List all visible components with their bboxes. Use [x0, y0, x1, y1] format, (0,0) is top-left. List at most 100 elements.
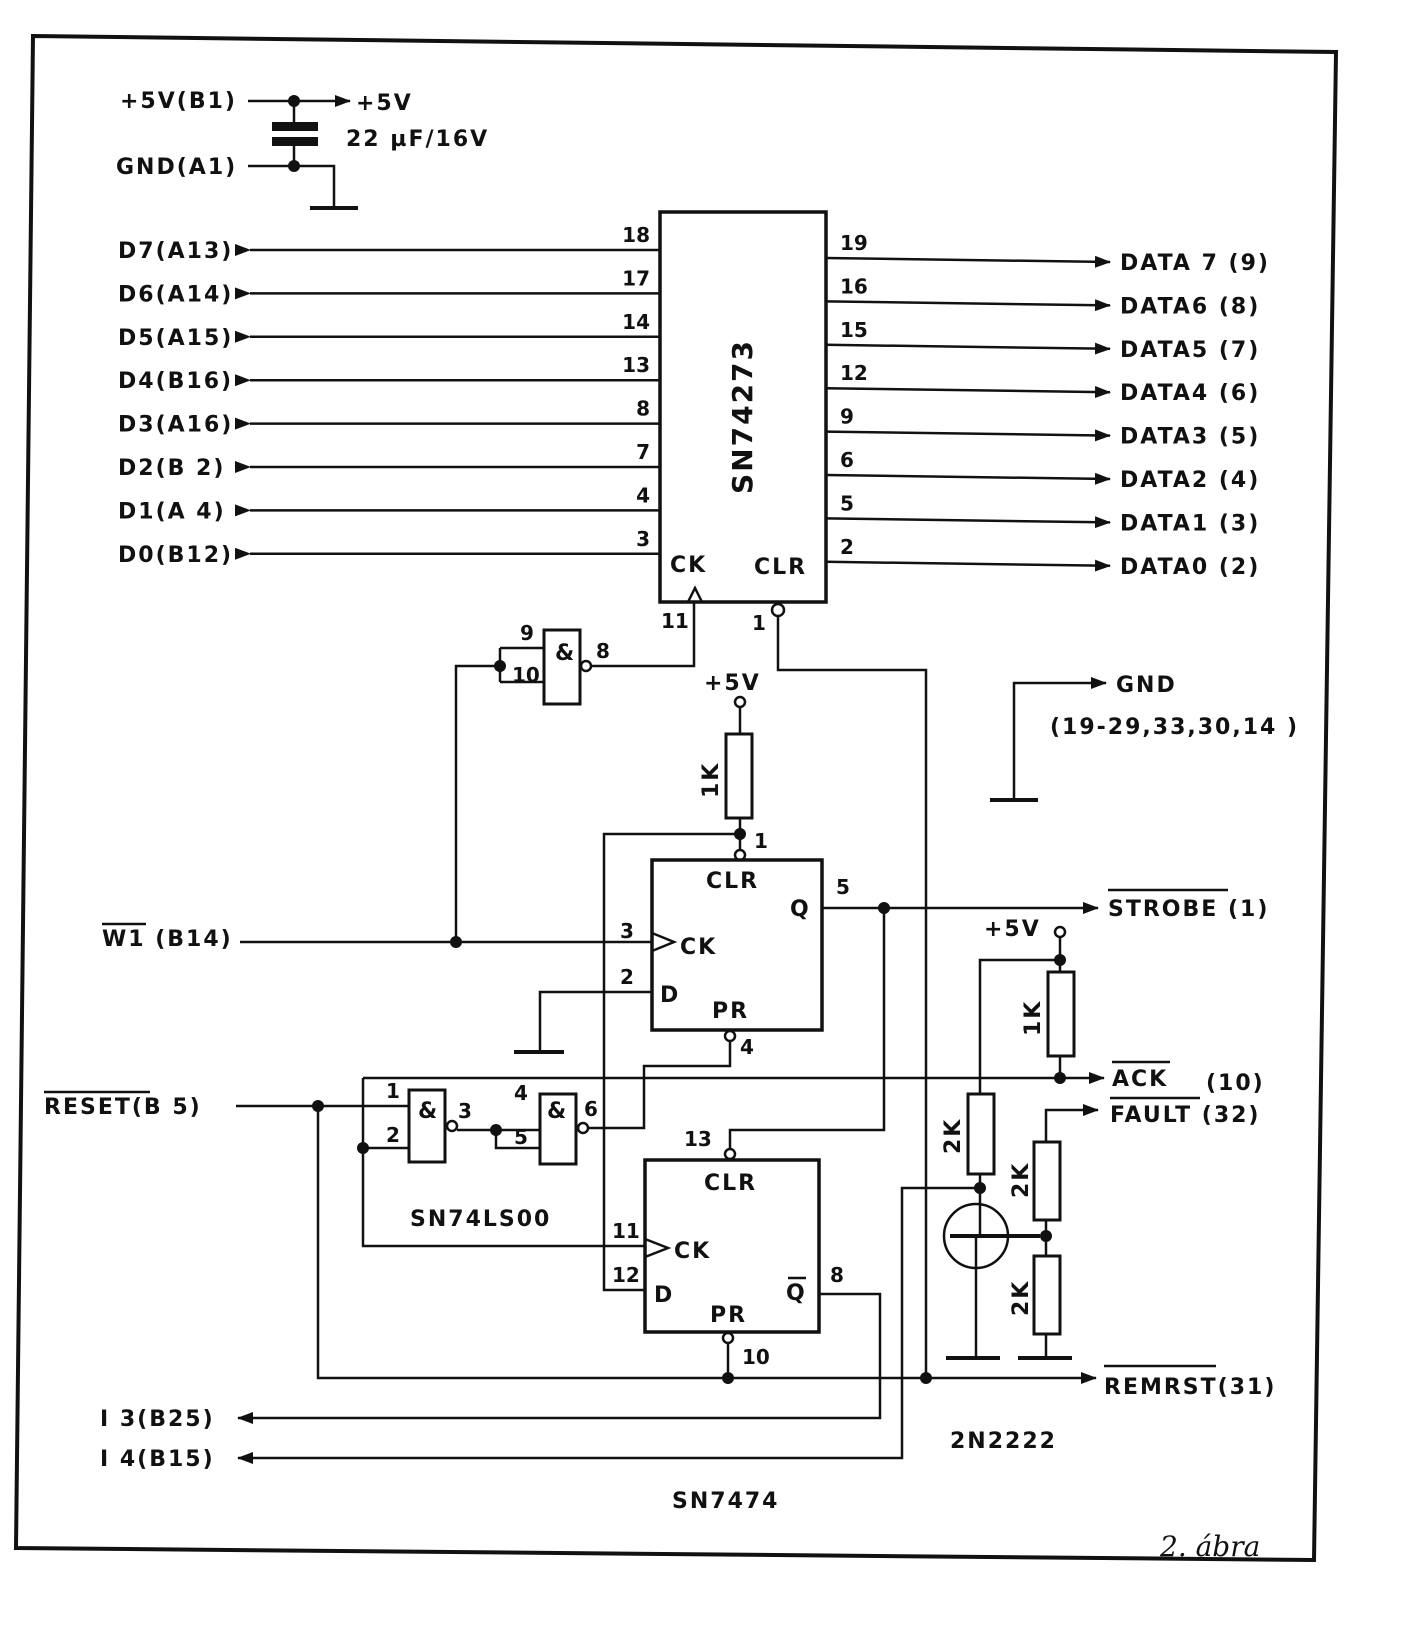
transistor-label: 2N2222 — [950, 1429, 1057, 1454]
fault-wire — [1044, 1104, 1099, 1142]
gnd-connector-pins: (19-29,33,30,14 ) — [1050, 715, 1299, 740]
nand-loop-junction — [357, 1142, 369, 1154]
latch-input-label: D6(A14) — [118, 282, 233, 307]
ff-top-pin-d: 2 — [620, 965, 634, 989]
ack-pullup-label: 1K — [1021, 1000, 1046, 1036]
inverter-gate: & 9 10 8 — [454, 602, 696, 942]
ack-pullup-resistor — [1046, 970, 1076, 1058]
reset-label: RESET(B 5) — [44, 1095, 202, 1120]
ff-top-d-ground-wire — [538, 990, 652, 1052]
inverter-pin-a: 9 — [520, 621, 534, 645]
latch-output-wire — [825, 472, 1111, 485]
flipflop-bottom: CLR CK D PR Q 13 11 12 10 8 — [237, 1127, 882, 1424]
reset-junction — [312, 1100, 324, 1112]
ff-top-vcc-terminal — [733, 695, 747, 709]
nand-2-input-tie — [494, 1130, 540, 1150]
power-section: +5V(B1) +5V GND(A1) 22 µF/16V — [116, 89, 487, 210]
gnd-input-label: GND(A1) — [116, 155, 237, 180]
gnd-ground-wire — [294, 164, 336, 208]
latch-input-pin: 13 — [622, 353, 650, 377]
divider-bottom-label: 2K — [1009, 1280, 1034, 1316]
ff-top-pin-q: 5 — [836, 875, 850, 899]
ff-bottom-pin-ck: 11 — [612, 1219, 640, 1243]
ff-top-pin-clr: 1 — [754, 829, 768, 853]
capacitor-plate-top — [272, 122, 318, 131]
ff-bottom-pr-bubble — [721, 1331, 735, 1345]
ff-top-pin-ck: 3 — [620, 919, 634, 943]
latch-output-pin: 5 — [840, 491, 854, 515]
ack-vcc-terminal — [1053, 925, 1067, 939]
latch-input-label: D0(B12) — [118, 543, 233, 568]
latch-input-label: D1(A 4) — [118, 499, 226, 524]
nand-2-symbol: & — [547, 1099, 568, 1124]
ff-bottom-pin-clr: 13 — [684, 1127, 712, 1151]
ff-top-pin-pr: 4 — [740, 1035, 754, 1059]
latch-input-pin: 17 — [622, 266, 650, 290]
latch-ck-pin: 11 — [661, 609, 689, 633]
w1-label: W1 (B14) — [102, 927, 233, 952]
figure-caption: 2. ábra — [1159, 1530, 1260, 1563]
strobe-label: STROBE (1) — [1108, 897, 1269, 922]
inverter-to-latch-ck-wire — [591, 602, 696, 668]
ff-bottom-pin-d: 12 — [612, 1263, 640, 1287]
nand-1-symbol: & — [418, 1099, 439, 1124]
remrst-wire — [236, 1104, 1097, 1384]
ff-top-vcc: +5V — [704, 671, 761, 696]
latch-output-pin: 16 — [840, 274, 868, 298]
latch-clr-pin: 1 — [752, 611, 766, 635]
transistor-collector-junction — [974, 1182, 986, 1194]
ack-output-junction — [1054, 1072, 1066, 1084]
gnd-connector-wire — [1012, 677, 1107, 800]
ff-top-resistor-label: 1K — [699, 762, 724, 798]
ff-top-pr-label: PR — [712, 999, 749, 1024]
latch-name: SN74273 — [726, 339, 759, 494]
nand-1-pin-in1: 1 — [386, 1079, 400, 1103]
w1-to-inverter-wire — [454, 664, 500, 942]
ff-bottom-qbar-label: Q — [786, 1281, 807, 1306]
inverter-pin-b: 10 — [512, 663, 540, 687]
latch-input-pin: 7 — [636, 440, 650, 464]
ff-bottom-pin-qbar: 8 — [830, 1263, 844, 1287]
latch-output-wire — [825, 559, 1111, 572]
nand-1-output-bubble — [445, 1119, 459, 1133]
ack-vcc-to-base-resistor — [978, 958, 1060, 1094]
latch-input-pin: 3 — [636, 527, 650, 551]
nand-1-pin-in2: 2 — [386, 1123, 400, 1147]
ff-bottom-clr-bubble — [723, 1147, 737, 1161]
latch-input-label: D2(B 2) — [118, 456, 225, 481]
latch-input-pin: 14 — [622, 310, 650, 334]
vcc-input-label: +5V(B1) — [120, 89, 237, 114]
latch-output-wire — [825, 255, 1111, 268]
output-signals: STROBE (1) ACK (10) FAULT (32) REMRST(31… — [1104, 888, 1276, 1400]
nand-1-pin-out: 3 — [458, 1099, 472, 1123]
ff-bottom-pin-pr: 10 — [742, 1345, 770, 1369]
i4-wire — [237, 1186, 980, 1464]
ff-top-pullup-resistor — [724, 732, 754, 820]
nand-2-output-bubble — [576, 1121, 590, 1135]
latch-output-pin: 19 — [840, 231, 868, 255]
latch-clr-wire — [776, 616, 928, 1378]
ff-top-q-label: Q — [790, 897, 811, 922]
w1-junction — [450, 936, 462, 948]
ack-vcc-label: +5V — [984, 917, 1041, 942]
remrst-junction — [920, 1372, 932, 1384]
latch-input-label: D7(A13) — [118, 239, 233, 264]
ff-bottom-clock-marker — [644, 1237, 672, 1259]
latch-output-label: DATA6 (8) — [1120, 294, 1260, 319]
divider-bottom-resistor — [1032, 1254, 1062, 1336]
flipflop-top: +5V 1K CLR CK D PR Q 1 3 2 4 5 — [514, 671, 1099, 1292]
latch-output-pin: 9 — [840, 405, 854, 429]
remrst-label: REMRST(31) — [1104, 1375, 1276, 1400]
inverter-output-bubble — [579, 659, 593, 673]
latch-output-label: DATA 7 (9) — [1120, 251, 1270, 276]
nand-chip-name: SN74LS00 — [410, 1207, 551, 1232]
latch-output-pin: 12 — [840, 361, 868, 385]
nand-gate-1 — [407, 1088, 447, 1164]
divider-top-resistor — [1032, 1140, 1062, 1222]
ff-bottom-d-label: D — [654, 1283, 674, 1308]
latch-output-label: DATA1 (3) — [1120, 511, 1260, 536]
figure-border — [13, 33, 1339, 1563]
latch-output-label: DATA0 (2) — [1120, 555, 1260, 580]
latch-input-pin: 4 — [636, 483, 650, 507]
